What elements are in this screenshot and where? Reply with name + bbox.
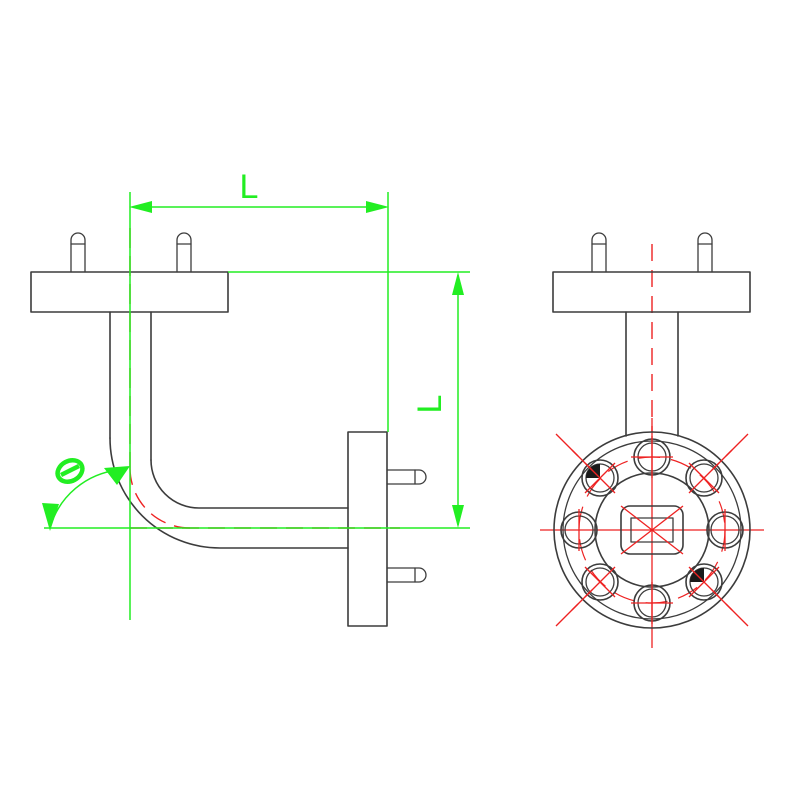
dim-arrow-left — [129, 201, 152, 213]
center-terminal-block — [620, 505, 684, 555]
bolt-hole-lower-right — [685, 563, 723, 601]
dimension-bend-angle — [42, 458, 130, 531]
bolt-holes-group — [560, 436, 744, 624]
front-view-group — [540, 232, 764, 648]
top-terminal-pin-right — [176, 232, 192, 273]
bolt-hole-right — [706, 509, 744, 551]
right-terminal-pin-upper — [386, 469, 427, 485]
front-top-terminal-pin-left — [591, 232, 607, 273]
dim-label-horizontal-length: L — [240, 168, 259, 206]
dim-arrow-right — [366, 201, 389, 213]
angle-arrow-lower — [42, 503, 59, 531]
dim-arrow-top — [452, 272, 464, 295]
side-view-group — [30, 228, 427, 627]
radial-tick-upper-left-outer — [555, 433, 579, 457]
bolt-hole-top — [631, 436, 673, 478]
dimension-annotations-group: L L — [42, 168, 470, 620]
bolt-hole-lower-left — [581, 563, 619, 601]
dimension-horizontal-length: L — [129, 168, 389, 213]
radial-tick-lower-right-outer — [725, 603, 749, 627]
flange-radial-centerlines — [555, 433, 749, 627]
bolt-hole-bottom — [631, 582, 673, 624]
elbow-outer-wall — [109, 437, 349, 549]
side-view-bend-arc-centerline — [129, 467, 191, 529]
terminal-block-outer — [620, 505, 684, 555]
terminal-block-cross-b — [620, 505, 684, 555]
front-top-flange-plate — [552, 271, 751, 313]
bolt-hole-left — [560, 509, 598, 551]
flange-outer-circle — [553, 431, 751, 629]
elbow-inner-wall — [150, 459, 349, 509]
bolt-hole-upper-right — [685, 459, 723, 497]
angle-arrow-upper — [104, 466, 130, 485]
terminal-block-inner — [630, 517, 674, 543]
right-flange-plate — [347, 431, 388, 627]
dimension-vertical-length: L — [411, 272, 464, 528]
right-terminal-pin-lower — [386, 567, 427, 583]
dim-arrow-bottom — [452, 505, 464, 528]
bolt-hole-upper-left — [581, 459, 619, 497]
radial-tick-upper-right-outer — [725, 433, 749, 457]
top-terminal-pin-left — [70, 232, 86, 273]
theta-icon — [55, 458, 85, 484]
dim-label-vertical-length: L — [411, 395, 449, 414]
front-top-terminal-pin-right — [697, 232, 713, 273]
radial-tick-lower-left-outer — [555, 603, 579, 627]
